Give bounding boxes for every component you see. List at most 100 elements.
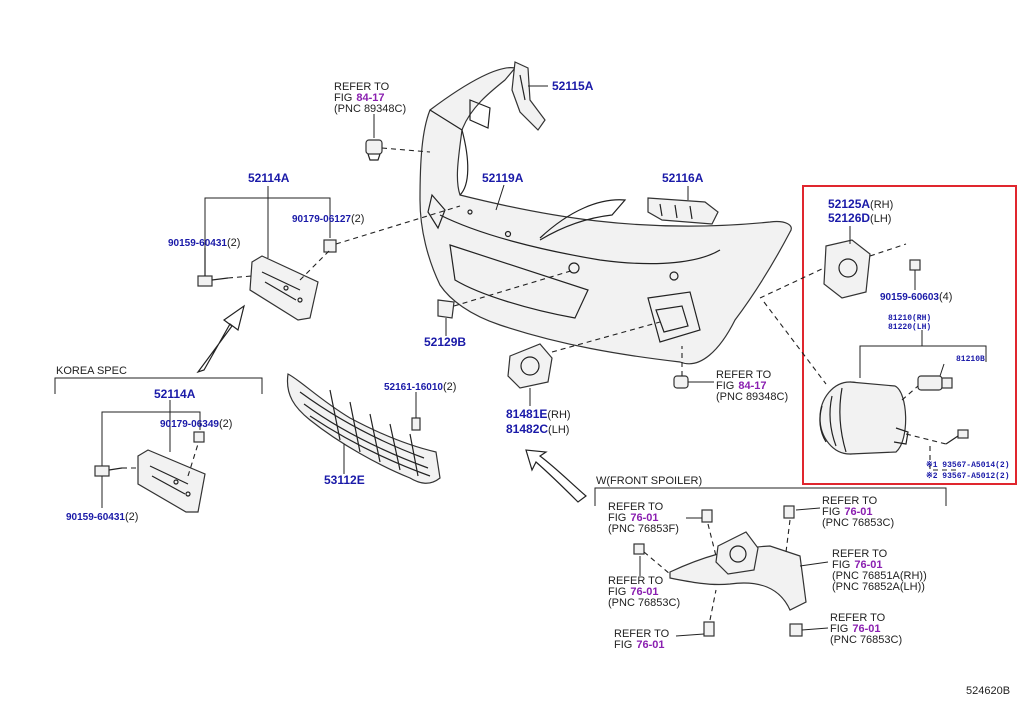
clip-korea-drawing xyxy=(193,431,205,443)
part-90159-60431-korea-label[interactable]: 90159-60431 xyxy=(66,512,125,523)
part-90159-60431-line: 90159-60431(2) xyxy=(168,237,240,249)
part-52116A-label[interactable]: 52116A xyxy=(662,171,704,185)
part-52129B-label[interactable]: 52129B xyxy=(424,335,466,349)
ref6-pnc2: (PNC 76852A(LH)) xyxy=(832,581,925,593)
part-52161-16010-line: 52161-16010(2) xyxy=(384,381,456,393)
part-52119A-label[interactable]: 52119A xyxy=(482,171,524,185)
dash-sp1 xyxy=(707,523,717,557)
ref8-refer-to: REFER TO xyxy=(830,612,886,624)
ref4-pnc: (PNC 76853C) xyxy=(822,517,894,529)
part-90159-60431-label[interactable]: 90159-60431 xyxy=(168,238,227,249)
part-52161-16010-label[interactable]: 52161-16010 xyxy=(384,382,443,393)
ref5-pnc: (PNC 76853C) xyxy=(608,597,680,609)
part-81481E-line: 81481E(RH) xyxy=(506,407,571,421)
ref4-refer-to: REFER TO xyxy=(822,495,878,507)
dash-cap xyxy=(453,269,575,307)
bracket-52114A-drawing xyxy=(249,255,319,321)
part-90179-06349-label[interactable]: 90179-06349 xyxy=(160,419,219,430)
part-81210B-label[interactable]: 81210B xyxy=(956,355,985,364)
dash-clip-korea xyxy=(187,443,199,477)
part-81482C-label[interactable]: 81482C xyxy=(506,422,548,436)
part-90179-06127-line: 90179-06127(2) xyxy=(292,213,364,225)
leader-spoiler-clip2 xyxy=(795,507,821,511)
clip-90179-06127-drawing xyxy=(323,239,337,253)
arrow-up-left xyxy=(525,449,587,503)
bulb-81210B-drawing xyxy=(917,375,953,391)
ref1-pnc: (PNC 89348C) xyxy=(334,103,406,115)
part-90179-06127-label[interactable]: 90179-06127 xyxy=(292,214,351,225)
ref3-refer-to: REFER TO xyxy=(608,501,664,513)
part-90159-60603-line: 90159-60603(4) xyxy=(880,291,952,303)
part-52125A-label[interactable]: 52125A xyxy=(828,197,870,211)
dash-bracket-bolt xyxy=(869,243,907,257)
ref6-pnc1: (PNC 76851A(RH)) xyxy=(832,570,927,582)
grille-53112E-drawing xyxy=(286,373,441,484)
dash-clip-top xyxy=(381,147,431,153)
cap-52129B-drawing xyxy=(437,299,455,319)
clips-spoiler-drawing xyxy=(633,505,803,637)
korea-bracket-lines xyxy=(101,411,201,466)
leader-spoiler xyxy=(799,561,829,567)
diagram-code: 524620B xyxy=(966,685,1010,697)
bumper-cover-drawing xyxy=(419,67,792,365)
dash-bulb xyxy=(901,385,919,401)
foglamp-81210-drawing xyxy=(819,381,909,455)
retainer-52115A-drawing xyxy=(511,61,546,131)
spacer-52116A-drawing xyxy=(647,197,719,225)
clip-52161-16010-drawing xyxy=(411,417,421,431)
ref1-refer-to: REFER TO xyxy=(334,81,390,93)
leader-52119A xyxy=(495,184,505,211)
part-53112E-label[interactable]: 53112E xyxy=(324,473,365,487)
part-52115A-label[interactable]: 52115A xyxy=(552,79,594,93)
ref2-pnc: (PNC 89348C) xyxy=(716,391,788,403)
dash-bracket-clip xyxy=(299,249,331,281)
front-spoiler-label: W(FRONT SPOILER) xyxy=(596,475,702,487)
leader-spoiler-clip5 xyxy=(801,627,829,631)
part-52125A-line: 52125A(RH) xyxy=(828,197,893,211)
bracket-52114A-korea-drawing xyxy=(137,449,206,513)
ref3-pnc: (PNC 76853F) xyxy=(608,523,679,535)
dash-lamp-bumper-2 xyxy=(763,301,827,385)
part-81482C-line: 81482C(LH) xyxy=(506,422,569,436)
part-52114A-korea-label[interactable]: 52114A xyxy=(154,387,196,401)
part-93567-b-label[interactable]: ※2 93567-A5012(2) xyxy=(926,471,1010,481)
korea-spec-label: KOREA SPEC xyxy=(56,365,127,377)
ref6-refer-to: REFER TO xyxy=(832,548,888,560)
dash-sp3 xyxy=(643,551,671,575)
part-81481E-label[interactable]: 81481E xyxy=(506,407,547,421)
leader-81210B xyxy=(939,363,945,377)
foglamp-bracket-drawing xyxy=(823,239,871,299)
part-52126D-line: 52126D(LH) xyxy=(828,211,891,225)
dash-sp2 xyxy=(785,519,791,553)
dash-sp4 xyxy=(709,589,717,621)
part-52114A-label[interactable]: 52114A xyxy=(248,171,290,185)
dash-lamp-bumper xyxy=(759,267,825,299)
ref7-refer-to: REFER TO xyxy=(614,628,670,640)
bezel-81481E-drawing xyxy=(507,343,553,389)
part-81220-label[interactable]: 81220(LH) xyxy=(888,323,931,332)
part-93567-a-label[interactable]: ※1 93567-A5014(2) xyxy=(926,460,1010,470)
dash-clip-06127 xyxy=(335,205,461,245)
arrow-up-right xyxy=(196,304,245,374)
ref2-refer-to: REFER TO xyxy=(716,369,772,381)
korea-spec-bracket xyxy=(54,377,263,394)
dash-bezel xyxy=(551,321,661,353)
part-81210-label[interactable]: 81210(RH) xyxy=(888,314,931,323)
ref8-pnc: (PNC 76853C) xyxy=(830,634,902,646)
part-90159-60603-label[interactable]: 90159-60603 xyxy=(880,292,939,303)
leader-81210-bracket xyxy=(859,345,987,378)
leader-spoiler-clip4 xyxy=(675,633,705,637)
bolt-korea-drawing xyxy=(94,465,123,477)
part-52126D-label[interactable]: 52126D xyxy=(828,211,870,225)
part-90159-60431-korea-line: 90159-60431(2) xyxy=(66,511,138,523)
